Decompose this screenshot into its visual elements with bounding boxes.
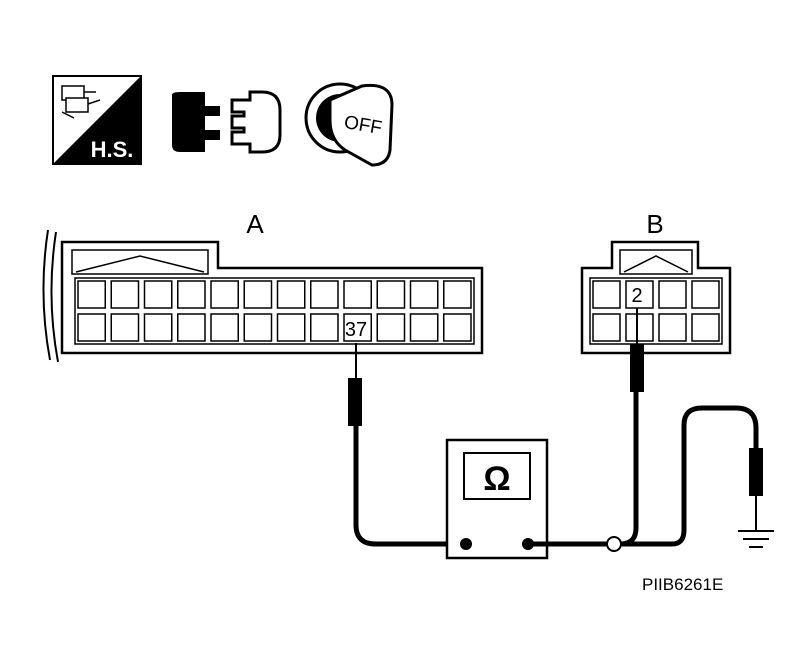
connector-cavity xyxy=(625,313,654,342)
connector-cavity xyxy=(409,313,439,342)
connector-cavity xyxy=(592,313,621,342)
connector-cavity xyxy=(276,313,306,342)
connector-cavity xyxy=(691,280,720,309)
connector-b xyxy=(580,240,732,355)
connector-cavity xyxy=(376,280,406,309)
connector-cavity xyxy=(310,313,339,342)
connector-cavity xyxy=(658,313,687,342)
connector-cavity xyxy=(210,313,239,342)
meter-terminal-left xyxy=(460,538,472,550)
junction-node xyxy=(606,536,622,552)
connector-b-terminal-label: 2 xyxy=(631,285,642,307)
connector-cavity xyxy=(310,280,339,309)
connector-cavity xyxy=(376,313,406,342)
ground-wiring xyxy=(528,405,774,552)
connector-cavity xyxy=(691,313,720,342)
connector-cavity xyxy=(177,280,206,309)
connector-a-cells xyxy=(77,280,472,342)
connector-cavity xyxy=(143,313,173,342)
connector-cavity xyxy=(658,280,687,309)
harness-service-icon: H.S. xyxy=(52,75,142,165)
connector-cavity xyxy=(77,280,106,309)
connector-cavity xyxy=(625,280,654,309)
connector-cavity xyxy=(110,313,140,342)
connector-b-label: B xyxy=(646,209,663,239)
ohm-symbol: Ω xyxy=(483,460,510,498)
connector-cavity xyxy=(210,280,239,309)
connector-a xyxy=(42,229,484,363)
connector-cavity xyxy=(177,313,206,342)
connector-cavity xyxy=(409,280,439,309)
connector-cavity xyxy=(110,280,140,309)
connector-b-cells xyxy=(592,280,720,342)
connector-cavity xyxy=(77,313,106,342)
connector-cavity xyxy=(243,313,273,342)
connector-cavity xyxy=(143,280,173,309)
connector-cavity xyxy=(443,313,472,342)
connector-cavity xyxy=(592,280,621,309)
connector-cavity xyxy=(343,280,372,309)
figure-code: PIIB6261E xyxy=(642,575,723,594)
connector-cavity xyxy=(276,280,306,309)
ignition-key-off-icon: OFF xyxy=(304,82,394,167)
harness-badge-text: H.S. xyxy=(91,137,134,162)
ground-symbol xyxy=(738,530,774,548)
ohmmeter: Ω xyxy=(445,438,549,560)
connector-a-terminal-label: 37 xyxy=(345,319,367,341)
connector-cavity xyxy=(343,313,372,342)
connector-a-label: A xyxy=(246,209,264,239)
probe-a xyxy=(348,343,465,547)
connector-disconnect-icon xyxy=(172,90,282,154)
connector-cavity xyxy=(443,280,472,309)
connector-cavity xyxy=(243,280,273,309)
